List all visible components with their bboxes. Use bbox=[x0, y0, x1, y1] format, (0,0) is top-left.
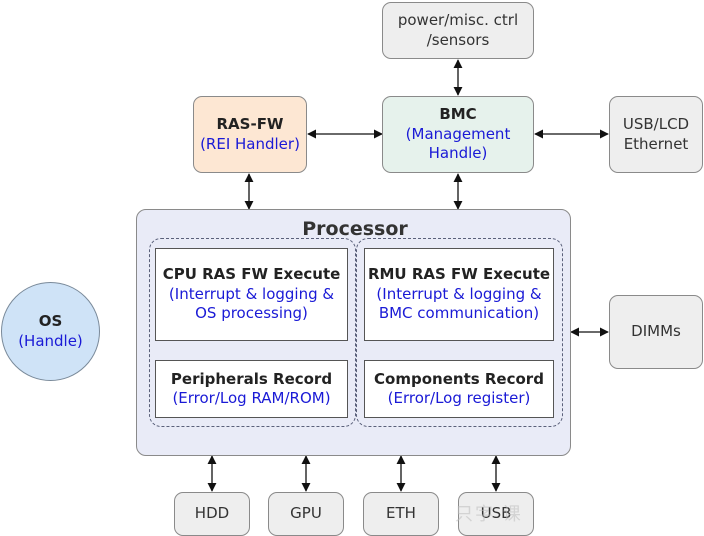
components-subtitle: (Error/Log register) bbox=[387, 389, 531, 407]
dimms-label: DIMMs bbox=[631, 322, 681, 341]
usb-lcd-line1: USB/LCD bbox=[622, 115, 690, 133]
hdd-label: HDD bbox=[194, 504, 230, 523]
peripherals-title: Peripherals Record bbox=[170, 369, 333, 388]
usb-label: USB bbox=[480, 504, 512, 523]
power-line2: /sensors bbox=[426, 30, 490, 49]
ras-fw-box: RAS-FW (REI Handler) bbox=[193, 96, 307, 173]
peripherals-record-box: Peripherals Record (Error/Log RAM/ROM) bbox=[155, 360, 348, 418]
hdd-box: HDD bbox=[174, 492, 250, 536]
dimms-box: DIMMs bbox=[609, 295, 703, 369]
cpu-ras-line1: (Interrupt & logging & bbox=[168, 284, 335, 303]
usb-lcd-ethernet-box: USB/LCD Ethernet bbox=[609, 96, 703, 173]
processor-title: Processor bbox=[302, 218, 408, 240]
rmu-ras-line1: (Interrupt & logging & bbox=[376, 284, 542, 303]
components-title: Components Record bbox=[374, 369, 544, 388]
bmc-title: BMC bbox=[439, 105, 477, 124]
eth-label: ETH bbox=[386, 504, 416, 523]
gpu-label: GPU bbox=[290, 504, 322, 523]
bmc-box: BMC (Management Handle) bbox=[382, 96, 534, 173]
power-line1: power/misc. ctrl bbox=[397, 11, 519, 29]
rmu-ras-box: RMU RAS FW Execute (Interrupt & logging … bbox=[364, 248, 554, 341]
cpu-group-dashed bbox=[149, 238, 356, 427]
components-record-box: Components Record (Error/Log register) bbox=[364, 360, 554, 418]
gpu-box: GPU bbox=[268, 492, 344, 536]
rmu-ras-title: RMU RAS FW Execute bbox=[367, 265, 551, 284]
cpu-ras-box: CPU RAS FW Execute (Interrupt & logging … bbox=[155, 248, 348, 341]
power-sensors-box: power/misc. ctrl /sensors bbox=[382, 2, 534, 59]
peripherals-subtitle: (Error/Log RAM/ROM) bbox=[172, 389, 331, 407]
os-subtitle: (Handle) bbox=[18, 331, 83, 350]
cpu-ras-line2: OS processing) bbox=[195, 304, 308, 323]
bmc-line2: Handle) bbox=[428, 144, 488, 163]
usb-lcd-line2: Ethernet bbox=[623, 134, 689, 153]
rmu-ras-line2: BMC communication) bbox=[378, 304, 540, 323]
os-title: OS bbox=[38, 312, 63, 330]
cpu-ras-title: CPU RAS FW Execute bbox=[162, 265, 341, 284]
watermark-logo: 只字 课 bbox=[455, 504, 523, 525]
bmc-line1: (Management bbox=[405, 124, 511, 143]
os-circle: OS (Handle) bbox=[1, 282, 100, 381]
rmu-group-dashed bbox=[356, 238, 563, 427]
usb-box: USB bbox=[458, 492, 534, 536]
ras-fw-title: RAS-FW bbox=[216, 115, 284, 133]
ras-fw-subtitle: (REI Handler) bbox=[200, 134, 300, 153]
eth-box: ETH bbox=[363, 492, 439, 536]
